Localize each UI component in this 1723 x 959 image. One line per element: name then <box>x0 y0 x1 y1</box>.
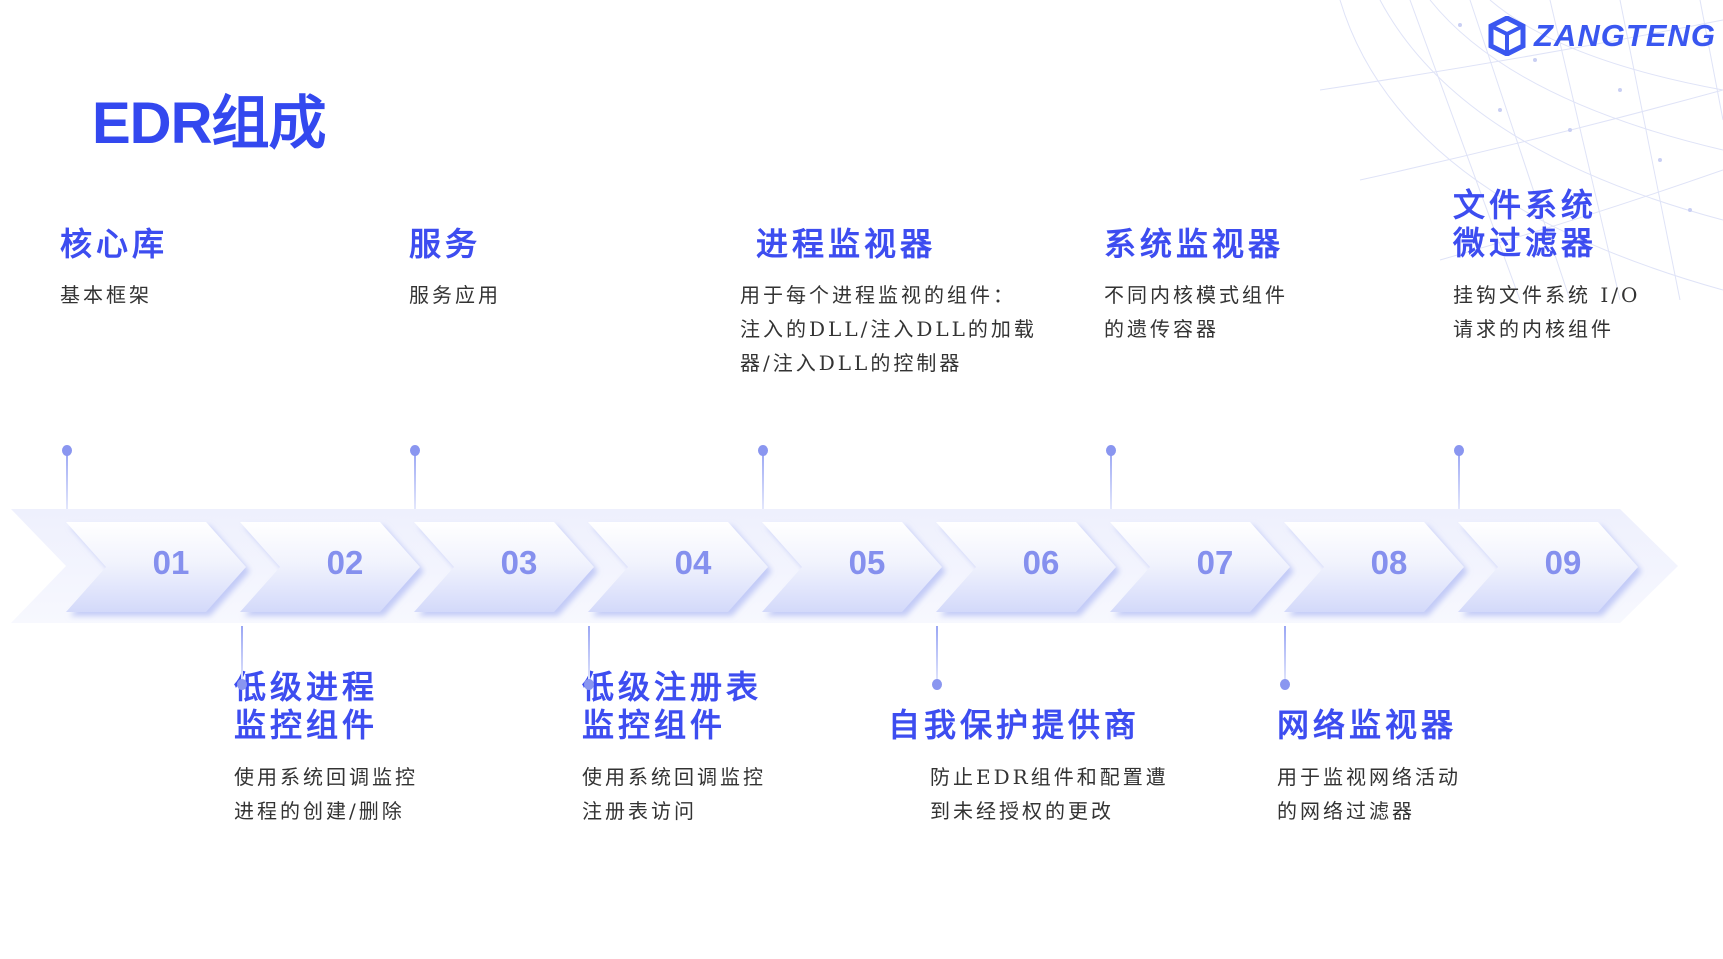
page-title: EDR组成 <box>92 91 326 156</box>
pin-line <box>1110 451 1112 509</box>
item-description: 的网络过滤器 <box>1277 799 1415 823</box>
item-title: 监控组件 <box>234 706 379 744</box>
item-title: 进程监视器 <box>756 225 937 263</box>
brand-name: ZANGTENG <box>1534 18 1716 53</box>
item-description: 用于每个进程监视的组件： <box>740 283 1016 307</box>
item-title: 系统监视器 <box>1104 225 1285 263</box>
pin-line <box>588 626 590 684</box>
item-description: 注入的DLL/注入DLL的加载 <box>740 317 1037 341</box>
cube-logo-icon <box>1488 16 1526 56</box>
step-number: 09 <box>1544 544 1582 581</box>
step-number: 07 <box>1196 544 1234 581</box>
item-description: 使用系统回调监控 <box>582 765 766 789</box>
item-title: 文件系统 <box>1453 186 1598 224</box>
item-title: 微过滤器 <box>1453 224 1598 262</box>
item-description: 防止EDR组件和配置遭 <box>930 765 1169 789</box>
step-number: 01 <box>152 544 190 581</box>
item-description: 请求的内核组件 <box>1453 317 1614 341</box>
pin-dot <box>410 445 420 456</box>
step-number: 08 <box>1370 544 1408 581</box>
pin-dot <box>1454 445 1464 456</box>
item-description: 的遗传容器 <box>1104 317 1219 341</box>
step-number: 02 <box>326 544 364 581</box>
pin-dot <box>237 679 247 690</box>
item-description: 挂钩文件系统 I/O <box>1453 283 1641 307</box>
item-description: 注册表访问 <box>582 799 697 823</box>
pin-dot <box>1106 445 1116 456</box>
pin-dot <box>584 679 594 690</box>
step-number: 06 <box>1022 544 1060 581</box>
pin-line <box>66 451 68 509</box>
item-description: 使用系统回调监控 <box>234 765 418 789</box>
item-description: 不同内核模式组件 <box>1104 283 1288 307</box>
pin-dot <box>758 445 768 456</box>
step-number: 03 <box>500 544 538 581</box>
brand-logo: ZANGTENG <box>1488 16 1716 56</box>
item-description: 用于监视网络活动 <box>1277 765 1461 789</box>
step-number: 05 <box>848 544 886 581</box>
item-title: 低级进程 <box>234 668 379 706</box>
item-title: 核心库 <box>60 225 169 263</box>
pin-line <box>1458 451 1460 509</box>
pin-line <box>241 626 243 684</box>
pin-line <box>1284 626 1286 684</box>
item-description: 进程的创建/删除 <box>234 799 405 823</box>
item-description: 器/注入DLL的控制器 <box>740 351 963 375</box>
item-title: 低级注册表 <box>582 668 763 706</box>
item-title: 监控组件 <box>582 706 727 744</box>
pin-line <box>936 626 938 684</box>
pin-line <box>762 451 764 509</box>
pin-dot <box>1280 679 1290 690</box>
pin-line <box>414 451 416 509</box>
item-title: 自我保护提供商 <box>888 706 1141 744</box>
item-description: 基本框架 <box>60 283 152 307</box>
item-title: 服务 <box>409 225 482 263</box>
step-number: 04 <box>674 544 712 581</box>
item-description: 到未经授权的更改 <box>930 799 1114 823</box>
pin-dot <box>932 679 942 690</box>
item-description: 服务应用 <box>409 283 501 307</box>
pin-dot <box>62 445 72 456</box>
globe-decoration <box>1320 0 1723 300</box>
item-title: 网络监视器 <box>1277 706 1458 744</box>
